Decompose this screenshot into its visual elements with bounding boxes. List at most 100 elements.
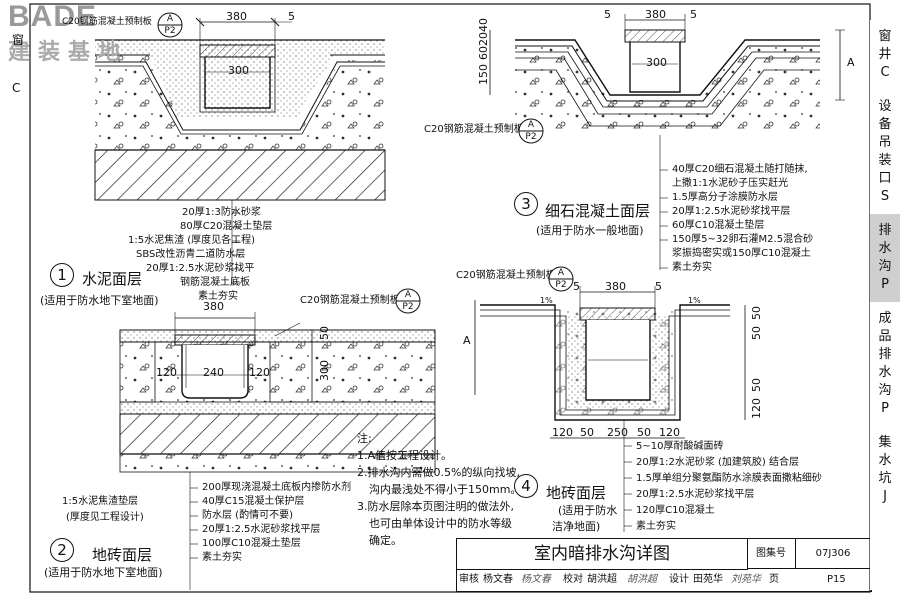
s3-dim-h1: 150 bbox=[477, 64, 490, 85]
s3-layer: 20厚1:2.5水泥砂浆找平层 bbox=[672, 206, 791, 217]
s1-layer: 20厚1:3防水砂浆 bbox=[182, 207, 261, 218]
note-item: 2.排水沟内需做0.5%的纵向找坡, bbox=[357, 466, 520, 479]
s3-plate-label: C20钢筋混凝土预制板 bbox=[424, 124, 524, 135]
s4-dim-h3: 50 bbox=[750, 378, 763, 392]
s3-dim-top-width: 380 bbox=[645, 8, 666, 21]
s1-dim-inner: 300 bbox=[228, 64, 249, 77]
s4-dim-w5: 120 bbox=[659, 426, 680, 439]
s4-slope-right: 1% bbox=[688, 296, 701, 305]
s1-layer: 80厚C20混凝土垫层 bbox=[180, 221, 273, 232]
s4-subtitle-1: (适用于防水 bbox=[558, 504, 618, 517]
s4-dim-w4: 50 bbox=[637, 426, 651, 439]
s2-layer: 素土夯实 bbox=[202, 552, 242, 563]
s4-layer: 素土夯实 bbox=[636, 521, 676, 532]
s3-layer: 上撒1:1水泥砂子压实赶光 bbox=[672, 178, 789, 189]
s4-ref-mark: A P2 bbox=[548, 266, 574, 292]
s2-subtitle: (适用于防水地下室地面) bbox=[44, 566, 163, 579]
s4-plate-label: C20钢筋混凝土预制板 bbox=[456, 270, 556, 281]
s4-ref-top: A bbox=[557, 268, 565, 278]
left-fragment-c: C bbox=[12, 81, 21, 95]
s4-number: 4 bbox=[514, 474, 538, 498]
s2-number: 2 bbox=[50, 538, 74, 562]
s4-dim-w3: 250 bbox=[607, 426, 628, 439]
title-block: 室内暗排水沟详图 图集号 07J306 审核 杨文春 杨文春 校对 胡洪超 胡洪… bbox=[456, 538, 872, 592]
s2-layer: 200厚现浇混凝土底板内掺防水剂 bbox=[202, 482, 352, 493]
atlas-label: 图集号 bbox=[747, 539, 796, 569]
s3-title: 细石混凝土面层 bbox=[545, 202, 651, 220]
s2-dim-h1: 50 bbox=[318, 326, 331, 340]
s3-dim-side-left: 5 bbox=[604, 8, 611, 21]
s2-left-label2: (厚度见工程设计) bbox=[66, 512, 144, 523]
s1-dim-side: 5 bbox=[288, 10, 295, 23]
atlas-number: 07J306 bbox=[795, 539, 871, 569]
s3-dim-side-right: 5 bbox=[690, 8, 697, 21]
s1-ref-bottom: P2 bbox=[164, 26, 176, 36]
s3-ref-bottom: P2 bbox=[525, 132, 537, 142]
s4-layer: 20厚1:2水泥砂浆 (加建筑胶) 结合层 bbox=[636, 457, 799, 468]
section-2-drawing bbox=[119, 312, 436, 590]
brand-logo: BADE 建装基地 bbox=[8, 0, 128, 66]
s4-dim-side-right: 5 bbox=[655, 280, 662, 293]
s4-layer: 1.5厚单组分聚氨酯防水涂膜表面撒粘细砂 bbox=[636, 473, 822, 484]
page-number: P15 bbox=[827, 574, 846, 585]
s1-layer: 素土夯实 bbox=[198, 291, 238, 302]
s4-layer: 120厚C10混凝土 bbox=[636, 505, 715, 516]
s1-number: 1 bbox=[50, 263, 74, 287]
s1-layer: 20厚1:2.5水泥砂浆找平 bbox=[146, 263, 255, 274]
s2-dim-w3: 120 bbox=[249, 366, 270, 379]
section-1-drawing bbox=[94, 17, 386, 285]
s3-number: 3 bbox=[514, 192, 538, 216]
s3-layer: 1.5厚高分子涂膜防水层 bbox=[672, 192, 778, 203]
s4-layer: 5~10厚耐酸碱面砖 bbox=[636, 441, 724, 452]
page-label: 页 bbox=[769, 574, 779, 585]
s1-subtitle: (适用于防水地下室地面) bbox=[40, 294, 159, 307]
notes-block: 注: 1.A值按工程设计。 2.排水沟内需做0.5%的纵向找坡, 沟内最浅处不得… bbox=[357, 430, 521, 549]
s3-dim-h4: 40 bbox=[477, 18, 490, 32]
s3-layer: 素土夯实 bbox=[672, 262, 712, 273]
s3-dim-inner: 300 bbox=[646, 56, 667, 69]
s2-left-label: 1:5水泥焦渣垫层 bbox=[62, 496, 139, 507]
s1-layer: SBS改性沥青二道防水层 bbox=[136, 249, 246, 260]
drawing-title: 室内暗排水沟详图 bbox=[457, 539, 748, 570]
s4-dim-h4: 120 bbox=[750, 398, 763, 419]
s4-dim-h1: 50 bbox=[750, 306, 763, 320]
s1-dim-top-width: 380 bbox=[226, 10, 247, 23]
s2-plate-label: C20钢筋混凝土预制板 bbox=[300, 295, 400, 306]
s2-ref-top: A bbox=[404, 290, 412, 300]
leader-lines bbox=[190, 169, 668, 559]
s1-title: 水泥面层 bbox=[82, 270, 143, 288]
review-label: 审核 bbox=[459, 574, 479, 585]
s3-dim-h3: 20 bbox=[477, 32, 490, 46]
s2-dim-w2: 240 bbox=[203, 366, 224, 379]
s3-dim-a: A bbox=[847, 56, 855, 69]
s2-title: 地砖面层 bbox=[92, 546, 153, 564]
title-block-sign-row: 审核 杨文春 杨文春 校对 胡洪超 胡洪超 设计 田苑华 刘苑华 页 P15 bbox=[457, 569, 871, 591]
notes-head: 注: bbox=[357, 432, 372, 445]
s2-dim-w1: 120 bbox=[156, 366, 177, 379]
s1-layer: 钢筋混凝土底板 bbox=[180, 277, 250, 288]
s4-dim-side-left: 5 bbox=[573, 280, 580, 293]
review-name: 杨文春 bbox=[483, 574, 513, 585]
logo-brand: BADE bbox=[8, 0, 98, 33]
s3-layer: 浆振捣密实或150厚C10混凝土 bbox=[672, 248, 811, 259]
section-4-drawing bbox=[474, 286, 746, 532]
s3-ref-top: A bbox=[527, 120, 535, 130]
s4-slope-left: 1% bbox=[540, 296, 553, 305]
check-label: 校对 bbox=[563, 574, 583, 585]
s2-layer: 防水层 (酌情可不要) bbox=[202, 510, 293, 521]
note-item: 1.A值按工程设计。 bbox=[357, 449, 453, 462]
s4-dim-h2: 50 bbox=[750, 326, 763, 340]
s2-layer: 40厚C15混凝土保护层 bbox=[202, 496, 305, 507]
check-name: 胡洪超 bbox=[587, 574, 617, 585]
s3-layer: 40厚C20细石混凝土随打随抹, bbox=[672, 164, 808, 175]
left-fragment-top: C20钢筋混凝土预制板 bbox=[62, 17, 152, 27]
s3-layer: 150厚5~32卵石灌M2.5混合砂 bbox=[672, 234, 814, 245]
